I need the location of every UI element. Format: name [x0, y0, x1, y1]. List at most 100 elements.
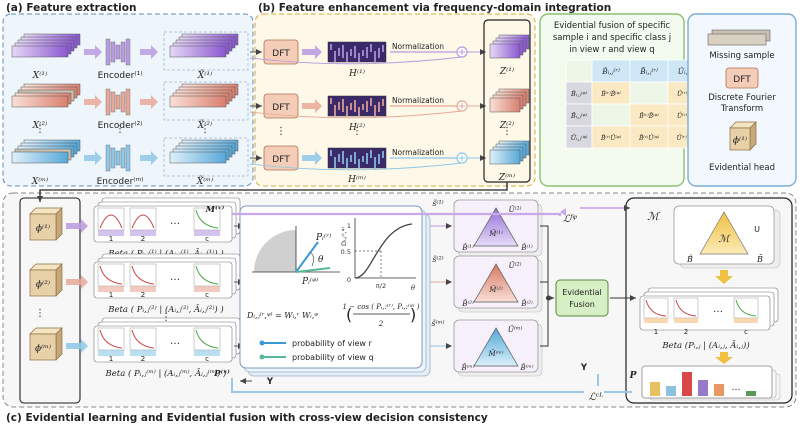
table-title-2: sample i and specific class j — [553, 33, 671, 43]
cell-2-2: B̄⁽ʳ⁾B̄⁽ᵠ⁾ — [638, 113, 659, 120]
dft-box-2: DFT — [263, 93, 299, 119]
dft-label-3: DFT — [272, 155, 290, 165]
x-stack-1 — [11, 33, 81, 58]
table-title-1: Evidential fusion of specific — [554, 21, 671, 31]
down-arrow-1 — [715, 270, 733, 284]
z-label-3: Z⁽ᵐ⁾ — [498, 172, 515, 183]
head-2: ϕ⁽²⁾ — [29, 263, 63, 297]
br-label-3: B̂⁽ᵐ⁾ — [520, 363, 534, 372]
arrow-a1-2 — [84, 95, 102, 109]
m-label-2: M̂⁽²⁾ — [488, 285, 503, 294]
bl-label-3: B̂⁽ᵐ⁾ — [461, 363, 475, 372]
dots-a1: ⋮ — [35, 124, 45, 135]
arrow-c1-3 — [66, 339, 88, 353]
plot-theta: θ — [411, 284, 416, 292]
cal-m-outer: ℳ — [647, 210, 661, 223]
arrow-a2-2 — [140, 95, 158, 109]
dft-label-2: DFT — [272, 103, 290, 113]
s-label-2: s̃⁽²⁾ — [432, 255, 443, 264]
mv-line — [232, 212, 562, 216]
fused-class-c: c — [744, 328, 748, 336]
x-label-1: X⁽¹⁾ — [32, 70, 47, 81]
arrow-a1-1 — [84, 45, 102, 59]
class-1-2: 1 — [109, 291, 113, 299]
fused-class-1: 1 — [654, 328, 658, 336]
legend-dft-label-1: Discrete Fourier — [708, 93, 776, 103]
legend-dft-box-label: DFT — [733, 75, 751, 85]
u-label-2: Û⁽²⁾ — [508, 261, 521, 270]
cell-1-1: B̂⁽ʳ⁾B̂⁽ᵠ⁾ — [600, 91, 621, 98]
z-stack-3 — [489, 140, 530, 165]
fused-ellipsis: … — [713, 304, 723, 315]
fusion-label-1: Evidential — [562, 288, 602, 297]
x-label-3: X⁽ᵐ⁾ — [31, 176, 48, 187]
cell-1-3: Û⁽ʳ⁾B̂⁽ᵠ⁾ — [677, 90, 698, 98]
tick-0: 0 — [347, 276, 351, 284]
legend-missing-label: Missing sample — [709, 51, 774, 61]
heads-frame — [19, 197, 81, 404]
y-label-right: Y — [580, 363, 588, 373]
class-2-2: 2 — [141, 291, 145, 299]
xt-stack-1 — [169, 33, 239, 58]
fused-class-2: 2 — [684, 328, 688, 336]
beta-ellipsis-3: … — [170, 336, 180, 347]
y-label-left: Y — [266, 377, 274, 387]
x-stack-3 — [11, 139, 81, 164]
dft-box-1: DFT — [263, 39, 299, 65]
section-a-title: (a) Feature extraction — [6, 2, 136, 14]
m-label-1: M̂⁽¹⁾ — [488, 229, 503, 238]
xt-label-3: X̃⁽ᵐ⁾ — [196, 175, 213, 187]
p-label: P — [629, 371, 637, 381]
lfq-label: ℒᶠᵠ — [563, 214, 578, 225]
prob-bar-3 — [682, 372, 692, 396]
h-spectrum-2 — [327, 95, 387, 118]
u-label-3: Û⁽ᵐ⁾ — [508, 325, 523, 334]
x-stack-2 — [11, 83, 81, 108]
fused-frame — [625, 197, 793, 404]
col-header-3: Ûᵢ,ⱼ⁽ʳ⁾ — [678, 67, 697, 76]
tick-1: 1 — [347, 222, 351, 230]
tick-pi2: π/2 — [376, 282, 386, 290]
row-header-3: Ûᵢ,ⱼ⁽ᵠ⁾ — [571, 133, 588, 142]
legend-view-q: probability of view q — [292, 353, 374, 362]
prob-bar-7 — [746, 391, 756, 396]
h-label-1: H⁽¹⁾ — [348, 68, 365, 79]
beta-ellipsis-1: … — [170, 216, 180, 227]
pq-label: Pᵢ⁽ᵠ⁾ — [301, 276, 318, 287]
u-label-1: Û⁽¹⁾ — [508, 205, 521, 214]
col-header-2: B̄ᵢ,ⱼ⁽ʳ⁾ — [639, 67, 658, 76]
cell-3-1: B̂⁽ʳ⁾Û⁽ᵠ⁾ — [600, 134, 622, 142]
legend-missing: Missing sample — [707, 29, 775, 61]
opinion-panel-2: M̂⁽²⁾Û⁽²⁾B̂⁽²⁾B̂⁽²⁾ — [453, 255, 543, 313]
dots-b3: ⋮ — [502, 126, 512, 137]
class-c-1: c — [205, 235, 209, 243]
fused-u: U — [754, 225, 760, 234]
opinion-panel-1: M̂⁽¹⁾Û⁽¹⁾B̂⁽¹⁾B̂⁽¹⁾ — [453, 199, 543, 257]
encoder-label-3: Encoder⁽ᵐ⁾ — [97, 177, 144, 187]
formula-num: 1 − cos ( Pᵢ,:⁽ʳ⁾, Pᵢ,:⁽ᵠ⁾ ) — [343, 302, 420, 311]
frequency-rows: DFTH⁽¹⁾NormalizationZ⁽¹⁾DFTH⁽²⁾Normaliza… — [249, 34, 530, 185]
beta-label-2: Beta ( Pᵢ,ⱼ⁽²⁾ | (Aᵢ,ⱼ⁽²⁾, Āᵢ,ⱼ⁽²⁾) ) — [107, 303, 224, 315]
feature-extraction-rows: X⁽¹⁾Encoder⁽¹⁾X̃⁽¹⁾X⁽²⁾Encoder⁽²⁾X̃⁽²⁾X⁽… — [11, 31, 249, 187]
arrow-c1-1 — [66, 219, 88, 233]
evidential-fusion-box — [555, 279, 609, 317]
legend-head: ϕ⁽¹⁾ Evidential head — [709, 121, 775, 173]
br-label-1: B̂⁽¹⁾ — [520, 243, 533, 252]
z-label-1: Z⁽¹⁾ — [499, 66, 514, 77]
fusion-table: B̂ᵢ,ⱼ⁽ʳ⁾B̄ᵢ,ⱼ⁽ʳ⁾Ûᵢ,ⱼ⁽ʳ⁾B̂ᵢ,ⱼ⁽ᵠ⁾B̂⁽ʳ⁾B̂⁽ᵠ… — [565, 59, 707, 149]
row-header-2: B̄ᵢ,ⱼ⁽ᵠ⁾ — [570, 111, 587, 120]
formula-lparen: ( — [346, 305, 352, 324]
dft-box-3: DFT — [263, 145, 299, 171]
fused-beta-label: Beta (Pᵢ,ⱼ | (Aᵢ,ⱼ, Āᵢ,ⱼ)) — [661, 339, 749, 351]
bl-label-2: B̂⁽²⁾ — [461, 299, 474, 308]
legend-view-r: probability of view r — [292, 339, 372, 348]
arrow-b1-2 — [302, 99, 322, 113]
section-c-title: (c) Evidential learning and Evidential f… — [6, 412, 488, 424]
phi-label-2: ϕ⁽²⁾ — [36, 279, 50, 290]
pv-label: P⁽ᵛ⁾ — [213, 368, 230, 379]
